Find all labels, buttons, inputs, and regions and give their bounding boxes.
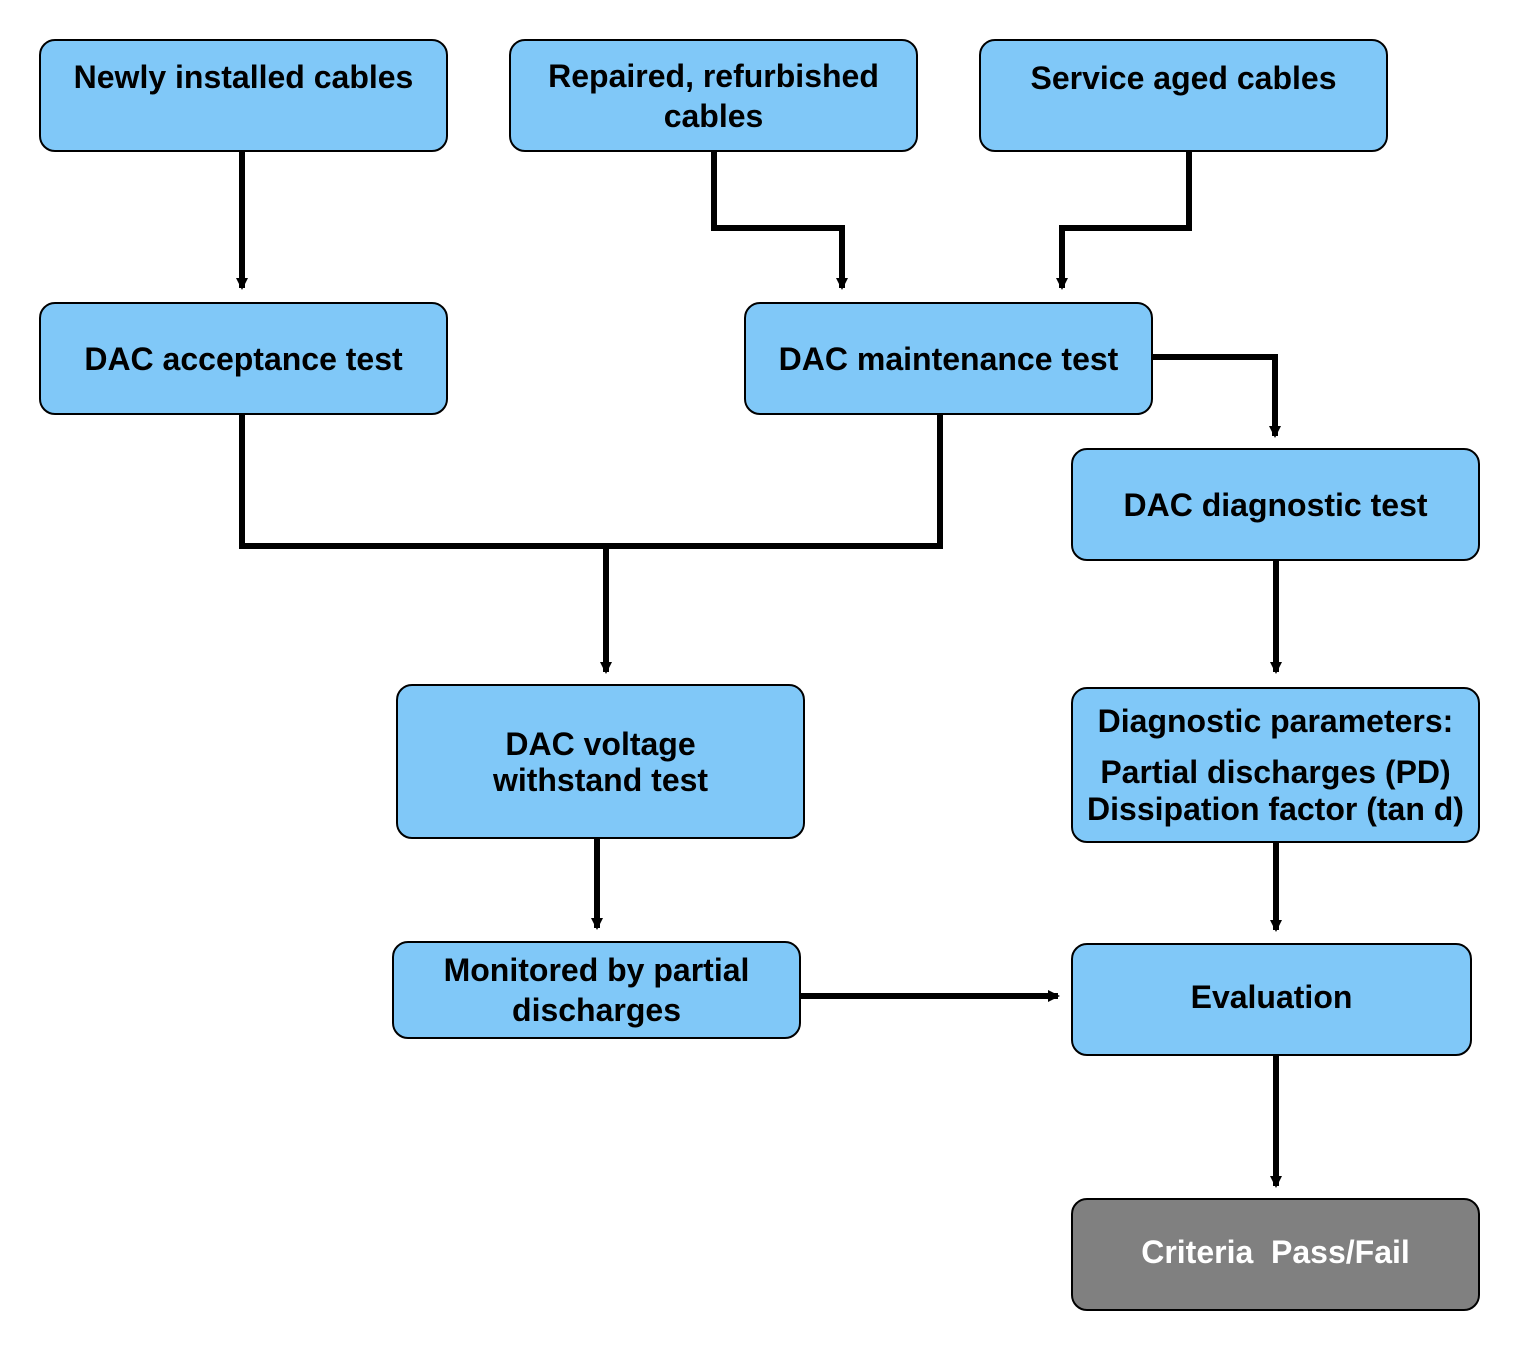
- node-label: Newly installed cables: [73, 58, 414, 95]
- node-label: Criteria Pass/Fail: [1141, 1233, 1410, 1270]
- node-dac-diagnostic-test: DAC diagnostic test: [1071, 448, 1480, 561]
- node-label-line1: Repaired, refurbished: [548, 57, 879, 94]
- node-repaired-refurbished-cables: Repaired, refurbished cables: [509, 39, 918, 152]
- diag-params-tan: Dissipation factor (tan d): [1087, 790, 1464, 827]
- node-label-line2: withstand test: [492, 761, 709, 798]
- node-dac-acceptance-test: DAC acceptance test: [39, 302, 448, 415]
- node-label-line2: discharges: [512, 992, 681, 1028]
- node-label-line1: Monitored by partial: [443, 952, 750, 988]
- node-diagnostic-parameters: Diagnostic parameters: Partial discharge…: [1071, 687, 1480, 843]
- node-label: Evaluation: [1190, 978, 1353, 1015]
- node-newly-installed-cables: Newly installed cables: [39, 39, 448, 152]
- diag-params-heading: Diagnostic parameters:: [1097, 702, 1454, 739]
- node-label: DAC acceptance test: [84, 340, 403, 377]
- node-dac-voltage-withstand-test: DAC voltage withstand test: [396, 684, 805, 839]
- node-criteria-pass-fail: Criteria Pass/Fail: [1071, 1198, 1480, 1311]
- node-dac-maintenance-test: DAC maintenance test: [744, 302, 1153, 415]
- arrow-repaired-to-maintenance: [711, 152, 848, 290]
- merge-line-acceptance: [239, 415, 943, 549]
- node-evaluation: Evaluation: [1071, 943, 1472, 1056]
- arrow-service-to-maintenance: [1056, 152, 1192, 290]
- node-service-aged-cables: Service aged cables: [979, 39, 1388, 152]
- node-label: DAC maintenance test: [778, 340, 1119, 377]
- node-monitored-by-partial-discharges: Monitored by partial discharges: [392, 941, 801, 1039]
- arrow-maintenance-to-diagnostic: [1153, 354, 1281, 438]
- node-label: Service aged cables: [1030, 59, 1337, 96]
- node-label-line2: cables: [663, 97, 764, 134]
- node-label: DAC diagnostic test: [1123, 486, 1428, 523]
- node-label-line1: DAC voltage: [505, 725, 696, 762]
- diag-params-pd: Partial discharges (PD): [1100, 753, 1451, 790]
